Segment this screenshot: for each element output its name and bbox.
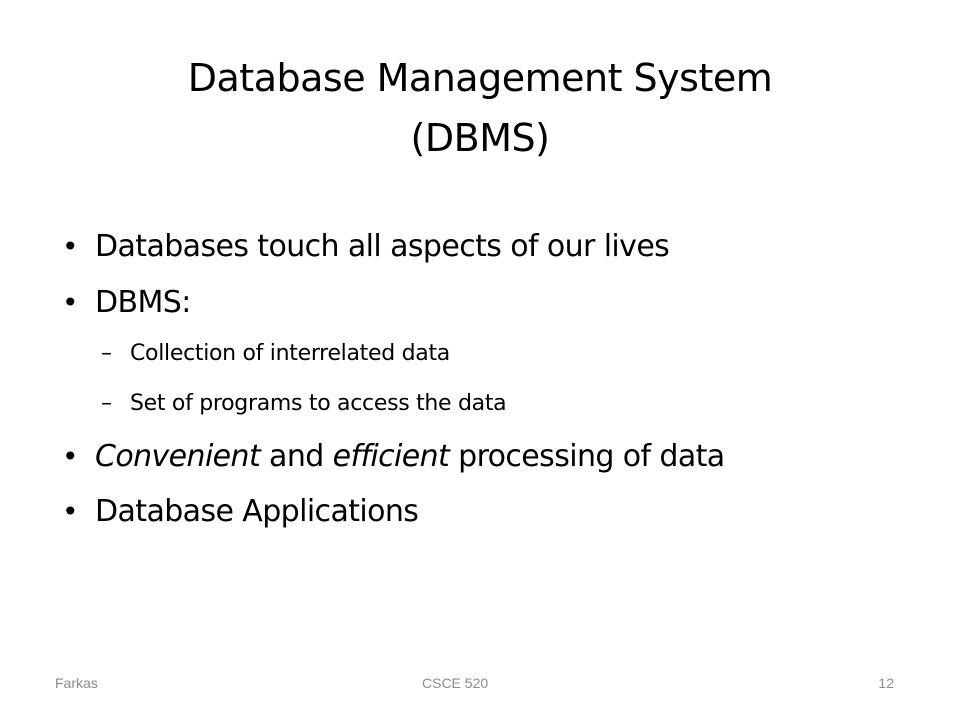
- bullet-text-part: processing of data: [449, 439, 725, 474]
- bullet-item: • Databases touch all aspects of our liv…: [62, 228, 670, 266]
- sub-bullet-item: – Set of programs to access the data: [101, 389, 507, 419]
- emphasis-convenient: Convenient: [95, 439, 261, 474]
- bullet-dot-icon: •: [62, 495, 79, 528]
- slide-title: Database Management System (DBMS): [80, 48, 880, 168]
- footer-page-number: 12: [878, 675, 894, 691]
- dash-icon: –: [101, 391, 112, 416]
- bullet-item: • Database Applications: [62, 493, 419, 531]
- footer-course: CSCE 520: [422, 675, 489, 691]
- dash-icon: –: [101, 341, 112, 366]
- bullet-dot-icon: •: [62, 440, 79, 473]
- bullet-dot-icon: •: [62, 230, 79, 263]
- sub-bullet-text: Collection of interrelated data: [130, 341, 450, 366]
- sub-bullet-item: – Collection of interrelated data: [101, 339, 450, 369]
- footer-author: Farkas: [55, 675, 98, 691]
- emphasis-efficient: efficient: [332, 439, 450, 474]
- bullet-text-part: and: [260, 439, 333, 474]
- sub-bullet-text: Set of programs to access the data: [130, 391, 507, 416]
- bullet-text: Databases touch all aspects of our lives: [95, 229, 670, 264]
- bullet-text: DBMS:: [95, 285, 191, 320]
- title-line-2: (DBMS): [410, 116, 550, 160]
- bullet-item: • Convenient and efficient processing of…: [62, 438, 725, 476]
- bullet-text: Database Applications: [95, 494, 419, 529]
- bullet-text: Convenient and efficient processing of d…: [95, 439, 725, 474]
- bullet-dot-icon: •: [62, 286, 79, 319]
- bullet-item: • DBMS:: [62, 284, 191, 322]
- title-line-1: Database Management System: [187, 56, 773, 100]
- bullet-list: • Databases touch all aspects of our liv…: [62, 228, 725, 531]
